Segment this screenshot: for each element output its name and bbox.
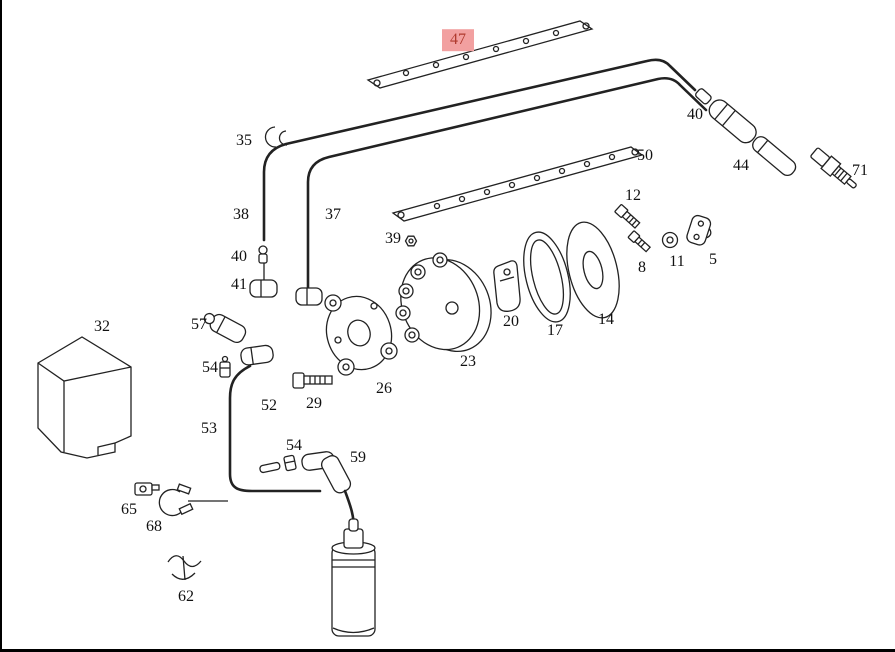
ignition-wire-37	[306, 76, 708, 292]
part-label-12[interactable]: 12	[625, 187, 641, 205]
part-label-41[interactable]: 41	[231, 276, 247, 294]
fitting-54-lower	[283, 454, 297, 472]
plug-connector-57	[203, 312, 247, 344]
clamp-65	[134, 482, 160, 496]
part-label-37[interactable]: 37	[325, 206, 341, 224]
part-label-53[interactable]: 53	[201, 420, 217, 438]
contact-clamp-20	[493, 260, 521, 312]
mounting-flange-26	[324, 294, 398, 376]
bolt-12	[614, 204, 641, 229]
coil-wire-53	[228, 364, 322, 493]
part-label-35[interactable]: 35	[236, 132, 252, 150]
part-label-54-lower[interactable]: 54	[286, 437, 302, 455]
connector-41	[249, 263, 278, 298]
part-label-54-upper[interactable]: 54	[202, 359, 218, 377]
bolt-29	[292, 372, 333, 389]
part-label-23[interactable]: 23	[460, 353, 476, 371]
spring-clip-62	[167, 555, 202, 581]
part-label-62[interactable]: 62	[178, 588, 194, 606]
plug-sleeve	[752, 136, 797, 177]
distributor-cap-23	[395, 252, 492, 353]
bracket-5	[686, 214, 712, 246]
part-label-17[interactable]: 17	[547, 322, 563, 340]
connector-40-left	[258, 245, 268, 264]
part-label-38[interactable]: 38	[233, 206, 249, 224]
part-label-59[interactable]: 59	[350, 449, 366, 467]
part-label-57[interactable]: 57	[191, 316, 207, 334]
cover-disc-14	[566, 221, 620, 319]
part-label-44[interactable]: 44	[733, 157, 749, 175]
bolt-8	[627, 230, 652, 253]
part-label-65[interactable]: 65	[121, 501, 137, 519]
wire-37-end-connector	[295, 287, 323, 306]
part-label-71[interactable]: 71	[852, 162, 868, 180]
part-label-50[interactable]: 50	[637, 147, 653, 165]
part-label-40-right[interactable]: 40	[687, 106, 703, 124]
ignition-coil	[331, 518, 376, 637]
plug-connector-40-right	[695, 88, 712, 105]
part-label-47[interactable]: 47	[442, 29, 474, 51]
seal-ring-17	[523, 231, 571, 323]
part-label-26[interactable]: 26	[376, 380, 392, 398]
mounting-rail-47	[366, 20, 594, 89]
cover-32	[37, 336, 132, 459]
part-label-52[interactable]: 52	[261, 397, 277, 415]
part-label-20[interactable]: 20	[503, 313, 519, 331]
spark-plug-boot-44	[708, 99, 757, 144]
ignition-wire-38	[262, 58, 697, 242]
elbow-connector-52	[240, 344, 274, 366]
retaining-clip-35	[264, 126, 288, 148]
nut-39	[404, 235, 418, 247]
clamp-68	[158, 483, 228, 517]
part-label-14[interactable]: 14	[598, 311, 614, 329]
washer-11	[661, 231, 679, 249]
cap-towers	[395, 252, 448, 343]
part-label-32[interactable]: 32	[94, 318, 110, 336]
part-label-68[interactable]: 68	[146, 518, 162, 536]
part-label-40-left[interactable]: 40	[231, 248, 247, 266]
terminal-pin	[259, 461, 281, 474]
part-label-11[interactable]: 11	[669, 253, 685, 271]
spark-plug-71	[810, 147, 857, 189]
mounting-rail-50	[391, 146, 644, 222]
fitting-54-upper	[219, 355, 231, 378]
part-label-29[interactable]: 29	[306, 395, 322, 413]
part-label-5[interactable]: 5	[709, 251, 717, 269]
part-label-39[interactable]: 39	[385, 230, 401, 248]
part-label-8[interactable]: 8	[638, 259, 646, 277]
